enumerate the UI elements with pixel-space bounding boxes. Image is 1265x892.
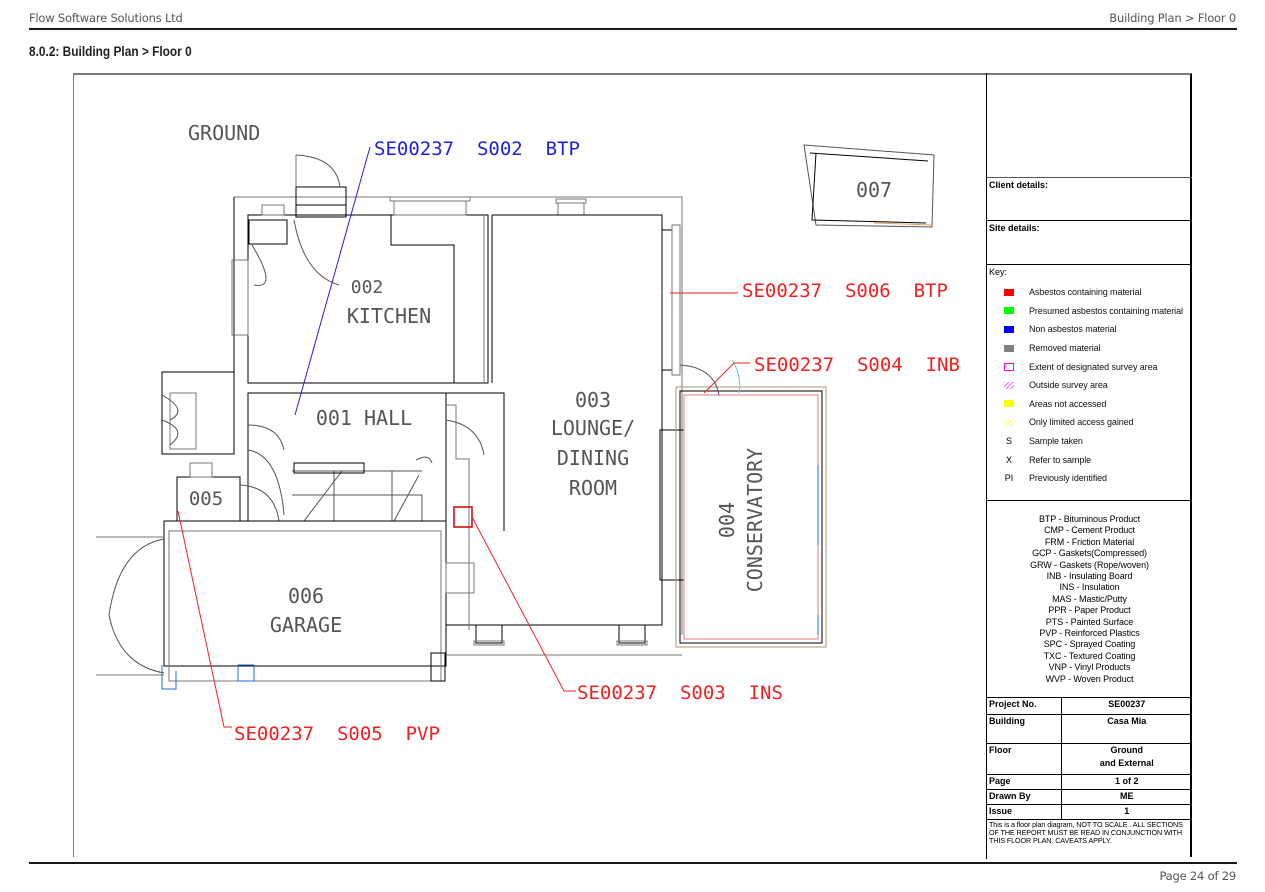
abbr-item: GRW - Gaskets (Rope/woven) <box>1030 559 1149 570</box>
key-item-survey-extent: Extent of designated survey area <box>989 357 1190 376</box>
symbol-pi: PI <box>1004 473 1014 484</box>
abbreviations-list: BTP - Bituminous Product CMP - Cement Pr… <box>987 501 1192 698</box>
abbr-item: TXC - Textured Coating <box>1043 650 1136 661</box>
floor-plan-drawing: GROUND 002 KITCHEN 003 LOUNGE/ DINING RO… <box>73 73 1192 859</box>
project-no-label: Project No. <box>987 698 1062 715</box>
green-swatch-icon <box>1004 307 1014 315</box>
page-number: Page 24 of 29 <box>1159 869 1236 883</box>
building-value: Casa Mia <box>1061 714 1192 744</box>
site-details-label: Site details: <box>989 223 1040 233</box>
key-title: Key: <box>989 267 1008 277</box>
red-swatch-icon <box>1004 288 1014 296</box>
room-007-number: 007 <box>856 178 892 202</box>
legend-key: Key: Asbestos containing material Presum… <box>987 265 1192 501</box>
magenta-outline-icon <box>1004 362 1014 371</box>
room-003-number: 003 <box>575 388 611 412</box>
site-details: Site details: <box>987 221 1192 265</box>
symbol-x: X <box>1005 454 1012 465</box>
room-004-number: 004 <box>715 502 739 538</box>
header-breadcrumb: Building Plan > Floor 0 <box>1109 11 1236 25</box>
abbr-item: WVP - Woven Product <box>1045 673 1134 684</box>
yellow-hatch-icon <box>1004 418 1014 426</box>
floor-plan-diagram: GROUND 002 KITCHEN 003 LOUNGE/ DINING RO… <box>96 121 960 745</box>
issue-value: 1 <box>1061 804 1192 820</box>
room-003-line3: DINING <box>557 446 629 470</box>
abbr-item: GCP - Gaskets(Compressed) <box>1032 548 1147 559</box>
abbr-item: INS - Insulation <box>1059 582 1120 593</box>
abbr-item: INB - Insulating Board <box>1046 571 1133 582</box>
abbr-item: MAS - Mastic/Putty <box>1052 593 1127 604</box>
pink-hatch-icon <box>1004 381 1014 389</box>
key-item-presumed: Presumed asbestos containing material <box>989 302 1190 321</box>
abbr-item: FRM - Friction Material <box>1044 536 1135 547</box>
symbol-s: S <box>1005 436 1012 447</box>
abbr-item: BTP - Bituminous Product <box>1039 514 1140 524</box>
room-002-number: 002 <box>351 277 384 298</box>
company-name: Flow Software Solutions Ltd <box>29 11 183 25</box>
abbr-item: SPC - Sprayed Coating <box>1043 639 1136 650</box>
key-item-limited: Only limited access gained <box>989 413 1190 432</box>
grey-swatch-icon <box>1004 344 1014 352</box>
sample-label-s003: SE00237 S003 INS <box>577 682 783 704</box>
abbr-item: PPR - Paper Product <box>1048 605 1131 616</box>
disclaimer-note: This is a floor plan diagram, NOT TO SCA… <box>989 819 1183 846</box>
blue-swatch-icon <box>1004 325 1014 333</box>
sample-label-s004: SE00237 S004 INB <box>754 354 960 376</box>
sample-label-s006: SE00237 S006 BTP <box>742 280 948 302</box>
project-no-value: SE00237 <box>1061 698 1192 715</box>
page-label: Page <box>987 774 1062 790</box>
issue-label: Issue <box>987 804 1062 820</box>
yellow-swatch-icon <box>1004 400 1014 408</box>
abbr-item: PTS - Painted Surface <box>1045 616 1134 627</box>
room-001-label: 001 HALL <box>316 406 412 430</box>
abbr-item: CMP - Cement Product <box>1044 525 1135 536</box>
client-details-label: Client details: <box>989 180 1049 190</box>
key-item-non-asbestos: Non asbestos material <box>989 320 1190 339</box>
room-004-name: CONSERVATORY <box>743 448 767 593</box>
key-item-removed: Removed material <box>989 339 1190 358</box>
logo-area <box>987 73 1192 178</box>
client-details: Client details: <box>987 178 1192 221</box>
room-005-number: 005 <box>189 488 223 510</box>
building-label: Building <box>987 714 1062 744</box>
abbr-item: VNP - Vinyl Products <box>1048 662 1131 673</box>
drawn-by-value: ME <box>1061 789 1192 805</box>
room-003-line4: ROOM <box>569 476 617 500</box>
page-value: 1 of 2 <box>1061 774 1192 790</box>
room-003-line2: LOUNGE/ <box>551 416 635 440</box>
title-block: Client details: Site details: Key: Asbes… <box>986 73 1192 859</box>
drawn-by-label: Drawn By <box>987 789 1062 805</box>
sample-label-s002: SE00237 S002 BTP <box>374 138 580 160</box>
key-item-outside: Outside survey area <box>989 376 1190 395</box>
key-item-acm: Asbestos containing material <box>989 283 1190 302</box>
section-title: 8.0.2: Building Plan > Floor 0 <box>29 44 192 59</box>
floor-label-cell: Floor <box>987 743 1062 775</box>
key-item-not-accessed: Areas not accessed <box>989 395 1190 414</box>
page-header: Flow Software Solutions Ltd Building Pla… <box>29 0 1237 30</box>
floor-label: GROUND <box>188 121 260 145</box>
room-006-number: 006 <box>288 584 324 608</box>
page-footer: Page 24 of 29 <box>29 862 1237 883</box>
room-006-name: GARAGE <box>270 613 342 637</box>
sample-label-s005: SE00237 S005 PVP <box>234 723 440 745</box>
abbr-item: PVP - Reinforced Plastics <box>1039 628 1140 639</box>
room-002-name: KITCHEN <box>347 304 431 328</box>
